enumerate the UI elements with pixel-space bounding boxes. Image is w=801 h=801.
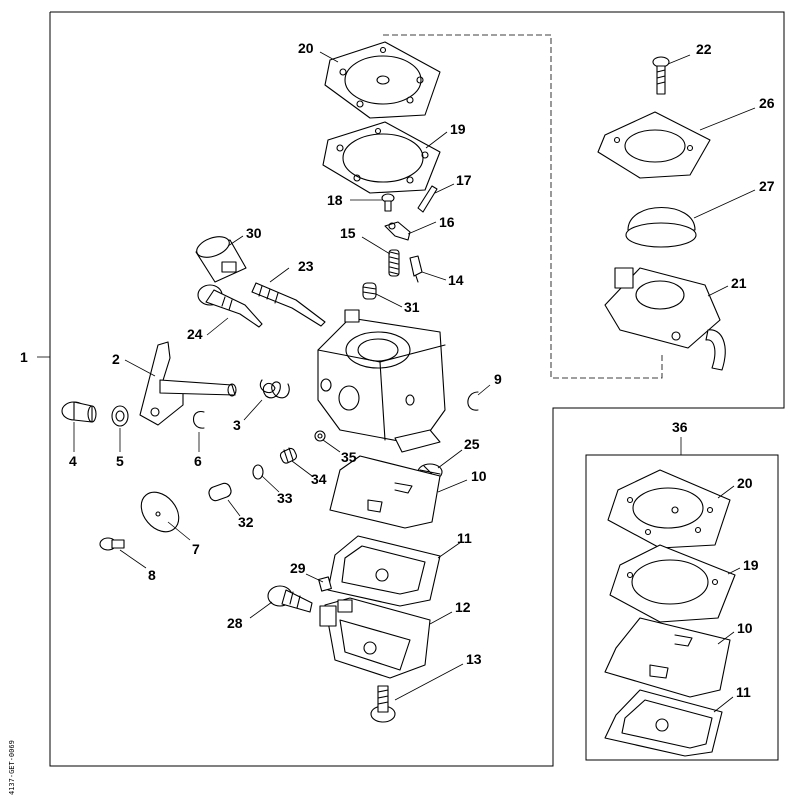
callout-23: 23	[298, 258, 314, 274]
callout-11: 11	[457, 530, 472, 546]
callout-18: 18	[327, 192, 343, 208]
metering-gasket-part	[327, 535, 441, 607]
fuel-screen-part	[314, 430, 326, 442]
gasket-26-part	[597, 111, 711, 179]
kit-callout-10: 10	[737, 620, 753, 636]
leader-lines	[73, 51, 756, 713]
screw-part	[381, 193, 395, 212]
primer-bulb-part	[625, 206, 697, 248]
callout-labels: 1 2 3 4 5 6 7 8 9 10 11 12 13 14 15 16 1…	[20, 40, 775, 700]
callout-12: 12	[455, 599, 471, 615]
callout-31: 31	[404, 299, 420, 315]
callout-36: 36	[672, 419, 688, 435]
callout-21: 21	[731, 275, 747, 291]
kit-callout-20: 20	[737, 475, 753, 491]
valve-screw-part	[99, 537, 125, 551]
callout-26: 26	[759, 95, 775, 111]
kit-diaphragm-part	[607, 469, 731, 549]
callout-4: 4	[69, 453, 77, 469]
inlet-control-lever-part	[384, 221, 411, 241]
diagram-frames	[37, 11, 785, 767]
spring-part	[388, 249, 400, 277]
inlet-pin-part	[417, 185, 438, 213]
callout-13: 13	[466, 651, 482, 667]
spring-small-part	[362, 282, 377, 300]
callout-6: 6	[194, 453, 202, 469]
callout-17: 17	[456, 172, 472, 188]
carburetor-body-part	[317, 309, 446, 453]
kit-metering-diaphragm-part	[604, 617, 731, 698]
pump-diaphragm-part	[324, 41, 441, 119]
callout-33: 33	[277, 490, 293, 506]
e-clip-part	[192, 411, 205, 429]
washer-part	[111, 405, 129, 427]
plug-part	[208, 482, 232, 502]
callout-20: 20	[298, 40, 314, 56]
callout-7: 7	[192, 541, 200, 557]
inlet-needle-part	[409, 255, 423, 283]
metering-diaphragm-part	[329, 455, 441, 529]
callout-9: 9	[494, 371, 502, 387]
low-speed-adjusting-screw-part	[197, 284, 263, 328]
kit-callout-11: 11	[736, 684, 751, 700]
adjusting-screw-28-part	[267, 585, 313, 613]
cover-screw-part	[370, 685, 396, 723]
cap-29-part	[318, 576, 332, 592]
torsion-spring-part	[259, 379, 290, 399]
pump-screw-part	[652, 56, 670, 95]
callout-30: 30	[246, 225, 262, 241]
gasket-part	[322, 121, 441, 194]
callout-35: 35	[341, 449, 357, 465]
callout-28: 28	[227, 615, 243, 631]
kit-callout-19: 19	[743, 557, 759, 573]
callout-1: 1	[20, 349, 28, 365]
shaft-end-part	[61, 401, 97, 423]
throttle-shaft-part	[139, 341, 237, 426]
high-speed-adjusting-screw-part	[251, 282, 326, 327]
kit-gasket-part	[609, 544, 736, 623]
callout-27: 27	[759, 178, 775, 194]
kit-metering-gasket-part	[604, 689, 723, 757]
callout-14: 14	[448, 272, 464, 288]
callout-34: 34	[311, 471, 327, 487]
callout-8: 8	[148, 567, 156, 583]
callout-15: 15	[340, 225, 356, 241]
callout-16: 16	[439, 214, 455, 230]
circlip-part	[467, 391, 479, 411]
callout-5: 5	[116, 453, 124, 469]
metering-cover-part	[319, 597, 431, 679]
callout-24: 24	[187, 326, 203, 342]
callout-25: 25	[464, 436, 480, 452]
spring-34-part	[279, 447, 298, 464]
limiter-cap-part	[195, 236, 247, 283]
primer-housing-part	[604, 267, 726, 371]
callout-22: 22	[696, 41, 712, 57]
callout-2: 2	[112, 351, 120, 367]
ball-part	[252, 464, 264, 480]
callout-10: 10	[471, 468, 487, 484]
throttle-valve-part	[140, 491, 180, 533]
drawing-code: 4137-GET-0069	[8, 740, 16, 795]
callout-19: 19	[450, 121, 466, 137]
callout-32: 32	[238, 514, 254, 530]
callout-29: 29	[290, 560, 306, 576]
callout-3: 3	[233, 417, 241, 433]
